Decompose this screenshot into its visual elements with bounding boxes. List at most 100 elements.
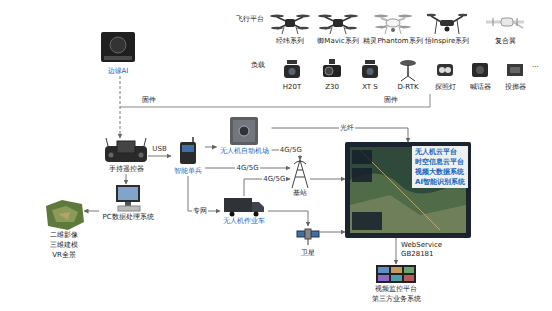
node-label: 第三方业务系统 xyxy=(369,294,424,304)
device-node: 探照灯 xyxy=(432,58,459,92)
platform-system: 时空信息云平台 xyxy=(415,157,465,167)
node-label: Z30 xyxy=(321,82,343,92)
firmware-line xyxy=(120,107,430,108)
device-node: 手持遥控器 xyxy=(104,138,148,174)
device-node: 无人机自动机场 xyxy=(217,116,272,156)
device-node: 喊话器 xyxy=(467,58,494,92)
payload-icon xyxy=(362,60,378,78)
dock-box xyxy=(230,117,258,145)
text-panel: 无人机云平台时空信息云平台视频大数据系统AI智能识别系统 xyxy=(412,146,468,188)
payload-icon xyxy=(284,60,300,78)
node-label: 边缘AI xyxy=(100,66,136,76)
free-label: 固件 xyxy=(384,95,398,105)
node-label: VR全景 xyxy=(44,250,84,260)
free-label: ... xyxy=(532,60,539,70)
device-node: D-RTK xyxy=(394,58,422,92)
device-node: 视频监控平台第三方业务系统 xyxy=(369,264,424,304)
device-node: 卫星 xyxy=(296,226,320,258)
node-label: 御Mavic系列 xyxy=(314,36,362,46)
node-label: 基站 xyxy=(290,188,310,198)
satellite-icon xyxy=(297,229,319,245)
platform-screen xyxy=(345,142,471,238)
node-label: 无人机自动机场 xyxy=(217,146,272,156)
free-label: 飞行平台 xyxy=(236,14,264,24)
video-wall xyxy=(376,265,416,283)
drone-icon xyxy=(486,18,524,28)
free-label: 负载 xyxy=(251,60,265,70)
smart-soldier-device xyxy=(180,137,196,164)
node-label: 经纬系列 xyxy=(270,36,310,46)
firmware-line xyxy=(430,94,431,107)
node-label: D-RTK xyxy=(394,82,422,92)
node-label: H20T xyxy=(280,82,305,92)
node-label: 悟Inspire系列 xyxy=(422,36,473,46)
edge-label: 光纤 xyxy=(339,123,355,133)
edge-label: 4G/5G xyxy=(262,174,286,184)
edge-label: 4G/5G xyxy=(235,163,259,173)
pc-icon xyxy=(116,185,140,211)
truck-icon xyxy=(224,198,264,217)
device-node: XT S xyxy=(359,58,381,92)
node-label: 视频监控平台 xyxy=(369,284,424,294)
connector xyxy=(396,238,397,264)
device-node: 御Mavic系列 xyxy=(314,10,362,46)
connector xyxy=(84,211,99,212)
edge-label: 专网 xyxy=(192,206,208,216)
node-label: 复合翼 xyxy=(485,36,525,46)
node-label: 投掷器 xyxy=(502,82,529,92)
node-label: 探照灯 xyxy=(432,82,459,92)
edge-label: 4G/5G xyxy=(279,145,303,155)
payload-icon xyxy=(472,63,488,77)
device-node: 二维影像三维建模VR全景 xyxy=(44,200,84,260)
connector xyxy=(205,147,217,148)
connector xyxy=(320,232,345,233)
device-node: 边缘AI xyxy=(100,28,136,76)
device-node: H20T xyxy=(280,58,305,92)
payload-icon xyxy=(323,59,341,77)
payload-icon xyxy=(437,64,453,76)
node-label: 二维影像 xyxy=(44,230,84,240)
edge-ai-device xyxy=(101,32,135,62)
platform-system: 视频大数据系统 xyxy=(415,167,465,177)
device-node: 基站 xyxy=(290,160,310,198)
free-label: WebService xyxy=(401,240,442,250)
edge-label: USB xyxy=(151,144,167,154)
payload-icon xyxy=(507,64,523,76)
device-node: 经纬系列 xyxy=(270,10,310,46)
device-node: 投掷器 xyxy=(502,58,529,92)
device-node: 复合翼 xyxy=(485,10,525,46)
connector xyxy=(126,174,127,184)
drone-icon xyxy=(374,15,412,34)
node-label: 卫星 xyxy=(296,248,320,258)
platform-system: AI智能识别系统 xyxy=(415,177,465,187)
remote-controller xyxy=(105,138,147,162)
device-node: 智能单兵 xyxy=(171,138,205,176)
node-label: 喊话器 xyxy=(467,82,494,92)
payload-icon xyxy=(400,60,416,81)
node-label: PC数据处理系统 xyxy=(99,212,157,222)
node-label: 智能单兵 xyxy=(171,166,205,176)
device-node: Z30 xyxy=(321,58,343,92)
connector xyxy=(310,179,345,180)
drone-icon xyxy=(318,15,358,35)
connector xyxy=(148,156,171,157)
base-station-tower xyxy=(292,160,308,188)
node-label: 精灵Phantom系列 xyxy=(360,36,426,46)
free-label: GB28181 xyxy=(401,249,434,259)
device-node: 无人机作业车 xyxy=(220,196,268,226)
device-node: 精灵Phantom系列 xyxy=(360,10,426,46)
device-node: PC数据处理系统 xyxy=(99,184,157,222)
platform-node: 无人机云平台时空信息云平台视频大数据系统AI智能识别系统 xyxy=(345,142,471,238)
node-label: XT S xyxy=(359,82,381,92)
device-node: 悟Inspire系列 xyxy=(422,10,473,46)
node-label: 手持遥控器 xyxy=(104,164,148,174)
map-image xyxy=(46,200,84,230)
free-label: 固件 xyxy=(142,95,156,105)
drone-icon xyxy=(426,14,468,34)
node-label: 三维建模 xyxy=(44,240,84,250)
connector xyxy=(268,211,308,226)
